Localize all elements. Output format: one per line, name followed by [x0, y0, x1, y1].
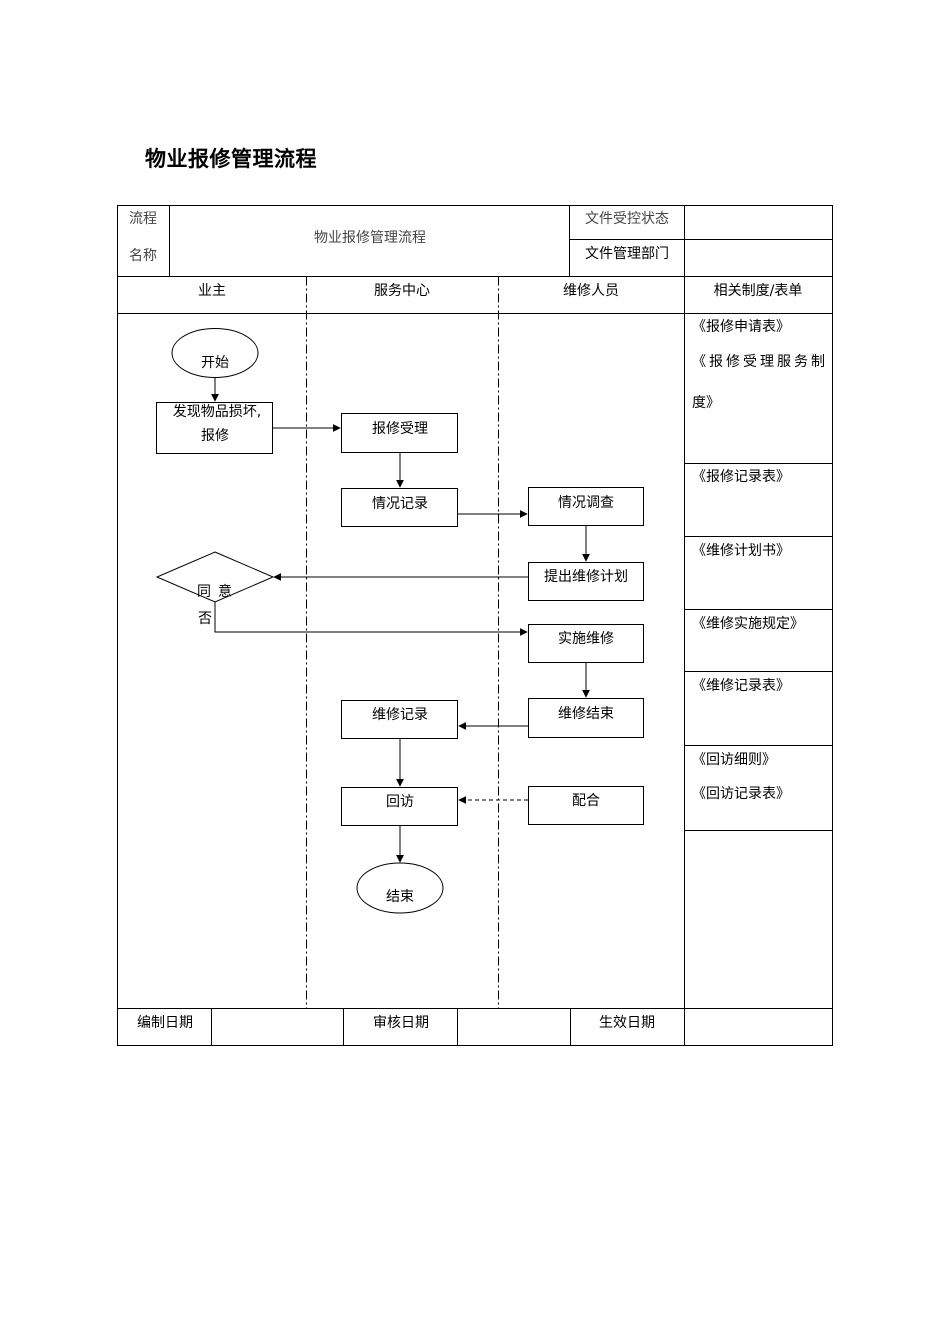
ref-repair-implement-rule: 《维修实施规定》 [692, 616, 804, 632]
arrow-agree-implement [214, 602, 528, 636]
process-name-label-1: 流程 [129, 211, 157, 227]
repair-record-box [341, 700, 458, 739]
ref-repair-plan: 《维修计划书》 [692, 543, 790, 559]
compile-date-label: 编制日期 [137, 1015, 193, 1031]
ref-repair-record-form: 《报修记录表》 [692, 469, 790, 485]
end-ellipse [356, 862, 444, 914]
end-label: 结束 [386, 889, 414, 905]
implement-label: 实施维修 [558, 631, 614, 647]
ref-repair-request-form: 《报修申请表》 [692, 319, 790, 335]
discover-label-1: 发现物品损坏, [173, 404, 261, 420]
ref-revisit-record-form: 《回访记录表》 [692, 786, 790, 802]
ref-repair-service-rule-2: 度》 [692, 395, 720, 411]
investigate-box [528, 487, 644, 526]
agree-label-1: 同 [197, 584, 211, 600]
start-ellipse [171, 328, 259, 378]
plan-box [528, 562, 644, 601]
revisit-label: 回访 [386, 794, 414, 810]
record-label: 情况记录 [372, 496, 428, 512]
table-grid [117, 205, 833, 1046]
swimlane-dividers [306, 276, 499, 1009]
finish-label: 维修结束 [558, 706, 614, 722]
column-header-refs: 相关制度/表单 [713, 283, 803, 299]
repair-record-label: 维修记录 [372, 707, 428, 723]
process-name-value: 物业报修管理流程 [314, 230, 426, 246]
cooperate-label: 配合 [572, 793, 600, 809]
column-header-owner: 业主 [198, 283, 226, 299]
discover-label-2: 报修 [201, 428, 229, 444]
process-name-label-2: 名称 [129, 248, 157, 264]
implement-box [528, 624, 644, 663]
no-label: 否 [198, 611, 212, 627]
accept-box [341, 413, 458, 453]
control-status-label: 文件受控状态 [585, 211, 669, 227]
review-date-label: 审核日期 [373, 1015, 429, 1031]
cooperate-box [528, 786, 644, 825]
agree-label-2: 意 [218, 583, 232, 600]
record-box [341, 488, 458, 527]
ref-revisit-rules: 《回访细则》 [692, 752, 776, 768]
finish-box [528, 698, 644, 738]
column-header-repair: 维修人员 [563, 283, 619, 299]
column-header-service: 服务中心 [374, 283, 430, 299]
discover-box [156, 402, 273, 454]
start-label: 开始 [201, 355, 229, 371]
accept-label: 报修受理 [372, 421, 428, 437]
dept-label: 文件管理部门 [585, 246, 669, 262]
revisit-box [341, 787, 458, 826]
investigate-label: 情况调查 [558, 495, 614, 511]
table-border [117, 205, 833, 1046]
ref-maintenance-record-form: 《维修记录表》 [692, 678, 790, 694]
ref-repair-service-rule-1: 《报修受理服务制 [692, 354, 828, 370]
agree-diamond [155, 551, 275, 603]
plan-label: 提出维修计划 [544, 569, 628, 585]
page-title: 物业报修管理流程 [145, 147, 317, 171]
effective-date-label: 生效日期 [599, 1015, 655, 1031]
